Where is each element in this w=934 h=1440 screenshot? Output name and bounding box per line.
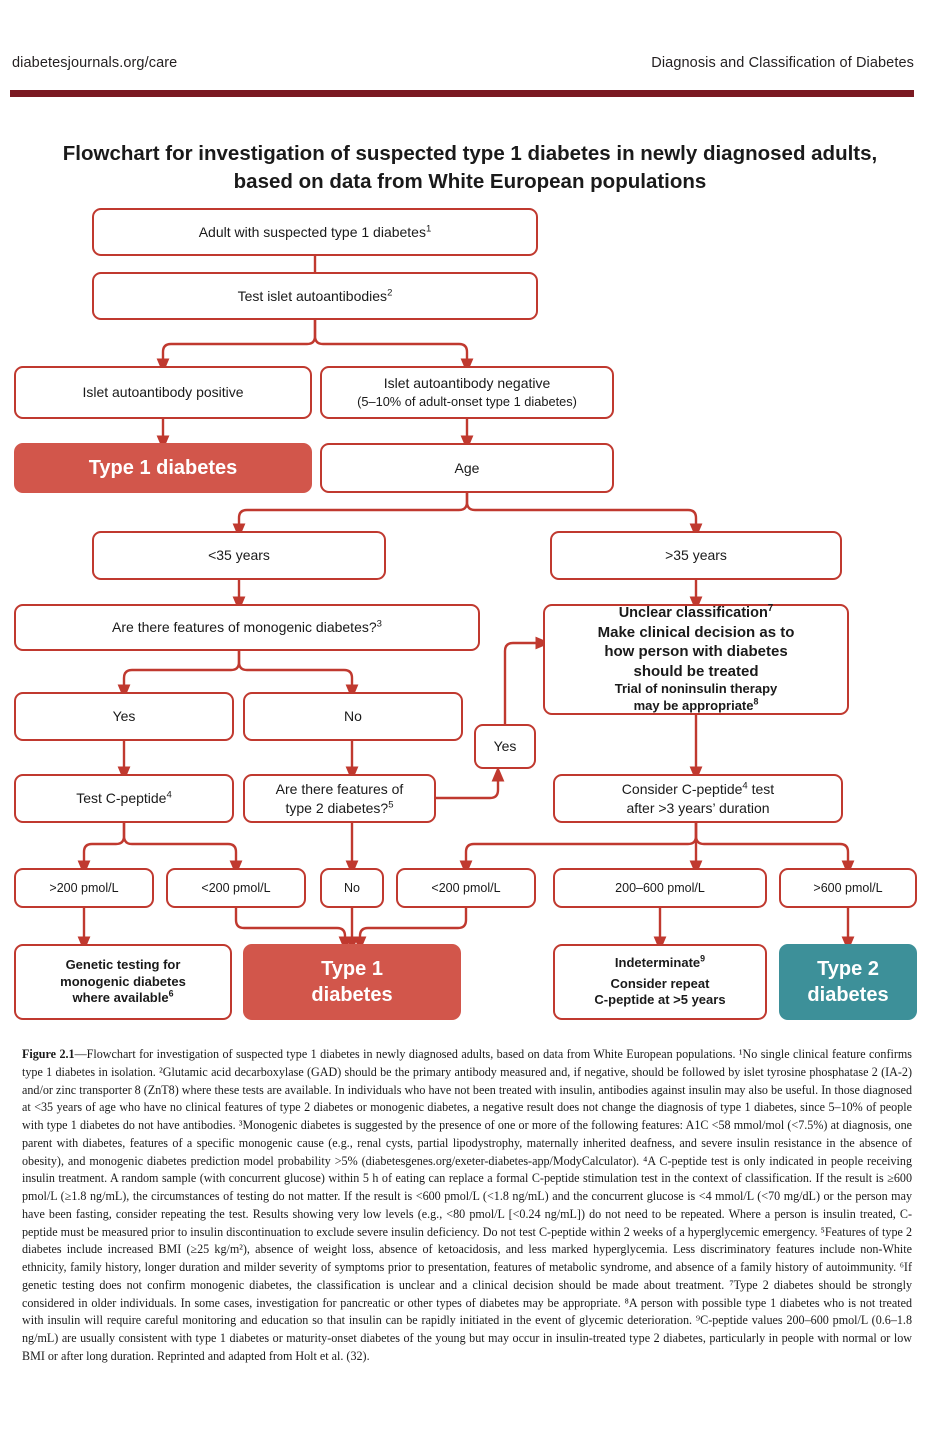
node-type2-no[interactable]: No	[320, 868, 384, 908]
indeterminate-line-1: Indeterminate9	[614, 953, 706, 970]
node-type2-no-label: No	[344, 880, 360, 895]
type1-b-line-2: diabetes	[311, 984, 393, 1006]
node-antibody-negative-sublabel: (5–10% of adult-onset type 1 diabetes)	[357, 394, 577, 410]
caption-dash: —	[74, 1047, 87, 1061]
journal-url: diabetesjournals.org/care	[12, 55, 178, 71]
node-type2-question[interactable]: Are there features of type 2 diabetes?5	[243, 774, 436, 823]
figure-title: Flowchart for investigation of suspected…	[62, 142, 878, 193]
node-gt600[interactable]: >600 pmol/L	[779, 868, 917, 908]
figure-caption: Figure 2.1—Flowchart for investigation o…	[22, 1046, 912, 1366]
node-under-35-label: <35 years	[208, 547, 270, 564]
node-over-35[interactable]: >35 years	[550, 531, 842, 580]
node-lt200-b[interactable]: <200 pmol/L	[396, 868, 536, 908]
genetic-line-1: Genetic testing for	[65, 956, 181, 972]
node-200-600-label: 200–600 pmol/L	[615, 880, 705, 895]
genetic-line-3: where available6	[72, 989, 174, 1006]
node-lt200-a-label: <200 pmol/L	[201, 880, 271, 895]
node-test-c-peptide-label: Test C-peptide	[76, 790, 167, 807]
type1-b-line-1: Type 1	[321, 958, 383, 980]
node-type1-diabetes-a-label: Type 1 diabetes	[88, 457, 238, 479]
node-gt200-label: >200 pmol/L	[49, 880, 119, 895]
node-monogenic-question[interactable]: Are there features of monogenic diabetes…	[14, 604, 480, 651]
caption-label: Figure 2.1	[22, 1047, 75, 1061]
node-gt200[interactable]: >200 pmol/L	[14, 868, 154, 908]
header-rule	[10, 90, 914, 97]
node-antibody-negative[interactable]: Islet autoantibody negative (5–10% of ad…	[320, 366, 614, 419]
node-antibody-positive-label: Islet autoantibody positive	[82, 384, 244, 401]
flowchart-connectors	[77, 256, 855, 952]
node-type2-yes-label: Yes	[493, 738, 517, 755]
node-test-c-peptide[interactable]: Test C-peptide4	[14, 774, 234, 823]
node-lt200-a[interactable]: <200 pmol/L	[166, 868, 306, 908]
node-gt600-label: >600 pmol/L	[813, 880, 883, 895]
running-head: diabetesjournals.org/care Diagnosis and …	[0, 55, 934, 85]
node-type2-question-line2: type 2 diabetes?5	[285, 798, 394, 816]
node-start-label: Adult with suspected type 1 diabetes	[198, 223, 426, 240]
flowchart: Adult with suspected type 1 diabetes1 Te…	[0, 196, 934, 1046]
node-over-35-label: >35 years	[665, 547, 727, 564]
node-monogenic-yes[interactable]: Yes	[14, 692, 234, 741]
node-age[interactable]: Age	[320, 443, 614, 493]
caption-body: Flowchart for investigation of suspected…	[22, 1047, 912, 1364]
node-start-sup: 1	[425, 223, 432, 235]
consider-c-peptide-line2: after >3 years’ duration	[626, 799, 770, 816]
node-test-autoantibodies-sup: 2	[387, 287, 393, 299]
node-age-label: Age	[454, 459, 480, 476]
unclear-line-4: Trial of noninsulin therapy	[614, 681, 778, 697]
unclear-line-1: Make clinical decision as to	[597, 623, 795, 641]
type2-line-1: Type 2	[817, 958, 879, 980]
running-title: Diagnosis and Classification of Diabetes	[651, 55, 914, 71]
node-start[interactable]: Adult with suspected type 1 diabetes1	[92, 208, 538, 256]
node-test-autoantibodies-label: Test islet autoantibodies	[237, 287, 388, 304]
node-type1-diabetes-a[interactable]: Type 1 diabetes	[14, 443, 312, 493]
node-monogenic-yes-label: Yes	[112, 708, 136, 725]
node-monogenic-no[interactable]: No	[243, 692, 463, 741]
unclear-line-2: how person with diabetes	[604, 643, 788, 661]
node-200-600[interactable]: 200–600 pmol/L	[553, 868, 767, 908]
node-type2-question-line1: Are there features of	[275, 781, 404, 798]
indeterminate-line-2: Consider repeat	[610, 975, 710, 991]
node-lt200-b-label: <200 pmol/L	[431, 880, 501, 895]
consider-c-peptide-line1: Consider C-peptide4 test	[621, 780, 775, 798]
type2-line-2: diabetes	[807, 984, 889, 1006]
unclear-title: Unclear classification7	[618, 603, 774, 621]
node-antibody-positive[interactable]: Islet autoantibody positive	[14, 366, 312, 419]
node-antibody-negative-label: Islet autoantibody negative	[383, 375, 551, 392]
unclear-line-3: should be treated	[633, 662, 759, 680]
node-under-35[interactable]: <35 years	[92, 531, 386, 580]
indeterminate-line-3: C-peptide at >5 years	[594, 992, 726, 1008]
node-unclear-classification[interactable]: Unclear classification7 Make clinical de…	[543, 604, 849, 715]
node-consider-c-peptide[interactable]: Consider C-peptide4 test after >3 years’…	[553, 774, 843, 823]
unclear-line-5: may be appropriate8	[633, 696, 759, 714]
node-monogenic-no-label: No	[344, 708, 362, 725]
node-test-autoantibodies[interactable]: Test islet autoantibodies2	[92, 272, 538, 320]
node-type1-diabetes-b[interactable]: Type 1 diabetes	[243, 944, 461, 1020]
node-genetic-testing[interactable]: Genetic testing for monogenic diabetes w…	[14, 944, 232, 1020]
node-monogenic-question-sup: 3	[376, 618, 382, 630]
genetic-line-2: monogenic diabetes	[60, 973, 186, 989]
node-indeterminate[interactable]: Indeterminate9 Consider repeat C-peptide…	[553, 944, 767, 1020]
node-monogenic-question-label: Are there features of monogenic diabetes…	[112, 619, 377, 636]
node-type2-diabetes[interactable]: Type 2 diabetes	[779, 944, 917, 1020]
node-type2-yes[interactable]: Yes	[474, 724, 536, 769]
